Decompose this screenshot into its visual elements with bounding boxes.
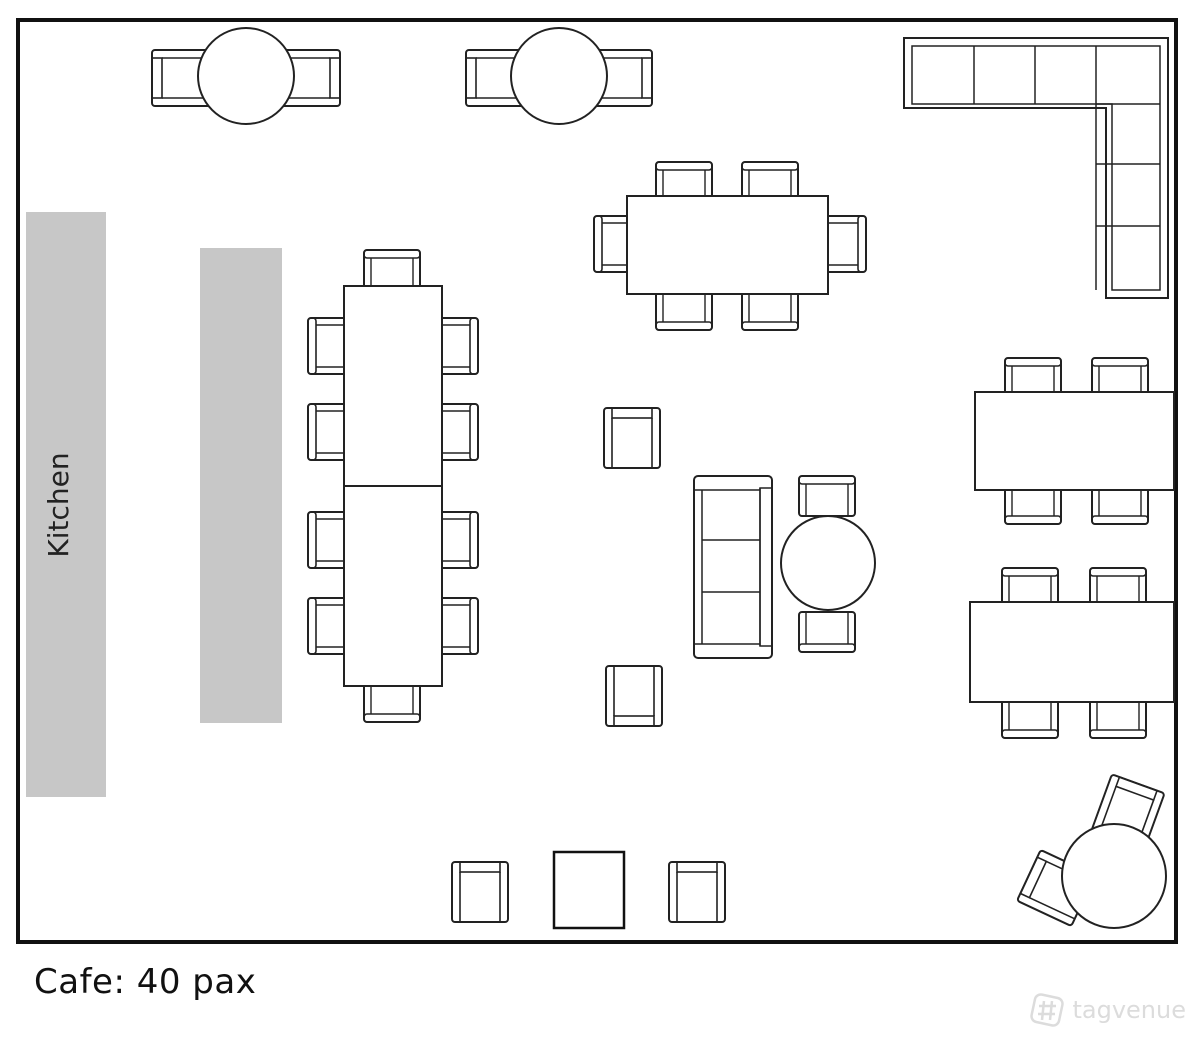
chair	[798, 475, 856, 517]
side-table	[552, 850, 626, 930]
kitchen-label: Kitchen	[42, 452, 75, 557]
chair	[363, 681, 421, 723]
table	[969, 601, 1175, 703]
round-table	[1061, 823, 1167, 929]
chair	[437, 317, 479, 375]
round-table-top-left	[151, 27, 341, 125]
floor-plan: Kitchen	[16, 18, 1178, 944]
chair	[307, 403, 349, 461]
round-table	[780, 515, 876, 611]
chair	[798, 611, 856, 653]
round-table-center	[780, 475, 876, 653]
chair	[655, 289, 713, 331]
chair	[437, 597, 479, 655]
rect-table-right-upper	[974, 357, 1175, 525]
serving-counter	[200, 248, 282, 723]
round-table-corner	[1015, 773, 1167, 929]
table	[343, 485, 443, 687]
chair	[1089, 697, 1147, 739]
kitchen-counter	[26, 212, 106, 797]
armchair-lounge-lower	[605, 665, 663, 727]
room-walls	[16, 18, 1178, 944]
chair	[741, 289, 799, 331]
sofa-3-seat	[693, 475, 773, 659]
chair	[1001, 697, 1059, 739]
chair	[307, 511, 349, 569]
long-table-10-seat	[307, 249, 479, 723]
armchair-bottom-left	[451, 861, 509, 923]
rect-table-6-seat	[593, 161, 867, 331]
watermark-text: tagvenue	[1072, 996, 1186, 1024]
table	[974, 391, 1175, 491]
armchair-bottom-right	[668, 861, 726, 923]
chair	[307, 597, 349, 655]
round-table	[510, 27, 608, 125]
watermark: tagvenue	[1030, 992, 1186, 1028]
chair	[363, 249, 421, 291]
chair	[437, 511, 479, 569]
tagvenue-logo-icon	[1030, 993, 1065, 1027]
kitchen-label-text: Kitchen	[42, 452, 75, 557]
plan-caption: Cafe: 40 pax	[34, 962, 257, 1002]
sectional-sofa	[903, 37, 1169, 299]
armchair-lounge-upper	[603, 407, 661, 469]
table	[343, 285, 443, 487]
rect-table-right-lower	[969, 567, 1175, 739]
chair	[307, 317, 349, 375]
chair	[437, 403, 479, 461]
chair	[825, 215, 867, 273]
table	[626, 195, 829, 295]
round-table	[197, 27, 295, 125]
round-table-top-center	[465, 27, 653, 125]
